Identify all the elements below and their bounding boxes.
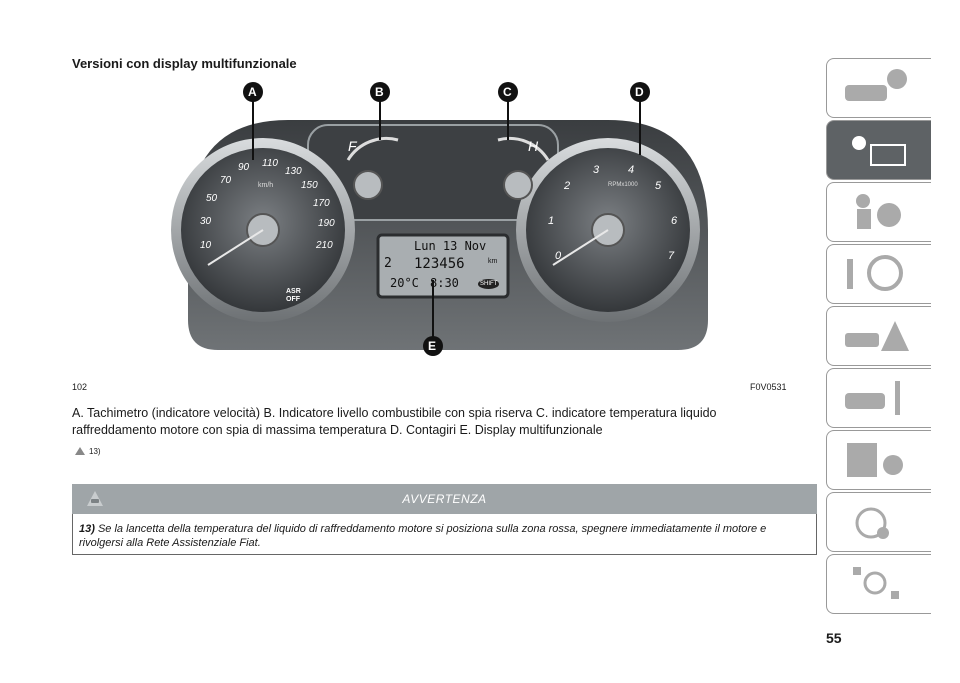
warning-box: 13) Se la lancetta della temperatura del… (72, 514, 817, 555)
warning-light-message-icon (852, 136, 906, 166)
figure-code: F0V0531 (750, 382, 787, 392)
tacho-label: 4 (628, 164, 635, 176)
tacho-label: 0 (555, 250, 562, 262)
tachometer (516, 138, 700, 322)
multimedia-icon (855, 507, 889, 539)
display-odometer: 123456 (414, 256, 465, 272)
tab-technical-data[interactable] (826, 430, 931, 490)
asr-off-label: ASR OFF (286, 288, 301, 303)
figure-number: 102 (72, 382, 88, 392)
display-trip: 2 (384, 256, 392, 271)
speedo-unit: km/h (258, 182, 274, 189)
tab-multimedia[interactable] (826, 492, 931, 552)
speedo-label: 90 (238, 162, 250, 173)
technical-data-icon (847, 443, 903, 477)
temp-gauge-knob (503, 170, 533, 200)
speedo-label: 110 (262, 158, 278, 169)
speedo-label: 50 (206, 193, 218, 204)
speedo-label: 130 (285, 166, 302, 177)
shift-indicator: SHIFT (478, 279, 500, 289)
speedometer (171, 138, 355, 322)
warning-number: 13) (79, 523, 95, 535)
airbag-seat-icon (856, 194, 901, 229)
warning-title: AVVERTENZA (402, 492, 487, 506)
warning-body: Se la lancetta della temperatura del liq… (79, 523, 767, 549)
callout-a-label: A (248, 85, 257, 99)
callout-a (243, 82, 263, 102)
callout-d-label: D (635, 85, 644, 99)
car-info-icon (845, 69, 907, 101)
speedo-label: 170 (313, 198, 330, 209)
accident-warning-icon (845, 321, 909, 351)
callout-e (423, 336, 443, 356)
steering-key-icon (847, 255, 903, 291)
fuel-full-label: F (348, 138, 357, 154)
callout-c (498, 82, 518, 102)
speedo-label: 70 (220, 175, 232, 186)
tacho-label: 2 (564, 180, 571, 192)
tacho-label: 3 (593, 164, 600, 176)
tacho-label: 5 (655, 180, 662, 192)
display-time: 8:30 (430, 276, 459, 290)
callout-d (630, 82, 650, 102)
temp-hot-label: H (528, 138, 539, 154)
warning-car-icon (87, 491, 103, 506)
tab-emergency[interactable] (826, 306, 931, 366)
warning-header: AVVERTENZA (72, 484, 817, 514)
instrument-cluster-figure: A B C D E 10 30 50 70 90 110 130 150 170… (168, 80, 728, 370)
multifunction-display (376, 233, 510, 299)
tab-warning-lights[interactable] (826, 120, 931, 180)
index-letters-icon (853, 567, 899, 599)
tab-safety[interactable] (826, 182, 931, 242)
callout-b-label: B (375, 85, 384, 99)
warning-car-icon (75, 447, 85, 455)
speedo-label: 210 (316, 240, 333, 251)
figure-caption: A. Tachimetro (indicatore velocità) B. I… (72, 406, 717, 437)
fuel-gauge-knob (353, 170, 383, 200)
car-tools-icon (845, 381, 900, 415)
callout-e-label: E (428, 339, 437, 353)
tab-index[interactable] (826, 554, 931, 614)
page-number: 55 (826, 630, 842, 646)
display-km: km (488, 258, 498, 265)
section-title: Versioni con display multifunzionale (72, 56, 297, 71)
tacho-unit: RPMx1000 (608, 182, 638, 188)
tacho-label: 6 (671, 215, 678, 227)
callout-b (370, 82, 390, 102)
warning-text: 13) Se la lancetta della temperatura del… (79, 522, 810, 550)
tacho-label: 7 (668, 250, 675, 262)
note-reference: 13) (74, 446, 101, 456)
tacho-label: 1 (548, 215, 555, 227)
display-temperature: 20°C (390, 276, 419, 290)
display-date: Lun 13 Nov (414, 239, 487, 253)
tab-car-info[interactable] (826, 58, 931, 118)
speedo-label: 150 (301, 180, 318, 191)
callout-c-label: C (503, 85, 512, 99)
speedo-label: 10 (200, 240, 212, 251)
note-reference-number: 13) (89, 446, 101, 456)
speedo-label: 30 (200, 216, 212, 227)
tab-maintenance[interactable] (826, 368, 931, 428)
speedo-label: 190 (318, 218, 335, 229)
tab-starting-driving[interactable] (826, 244, 931, 304)
